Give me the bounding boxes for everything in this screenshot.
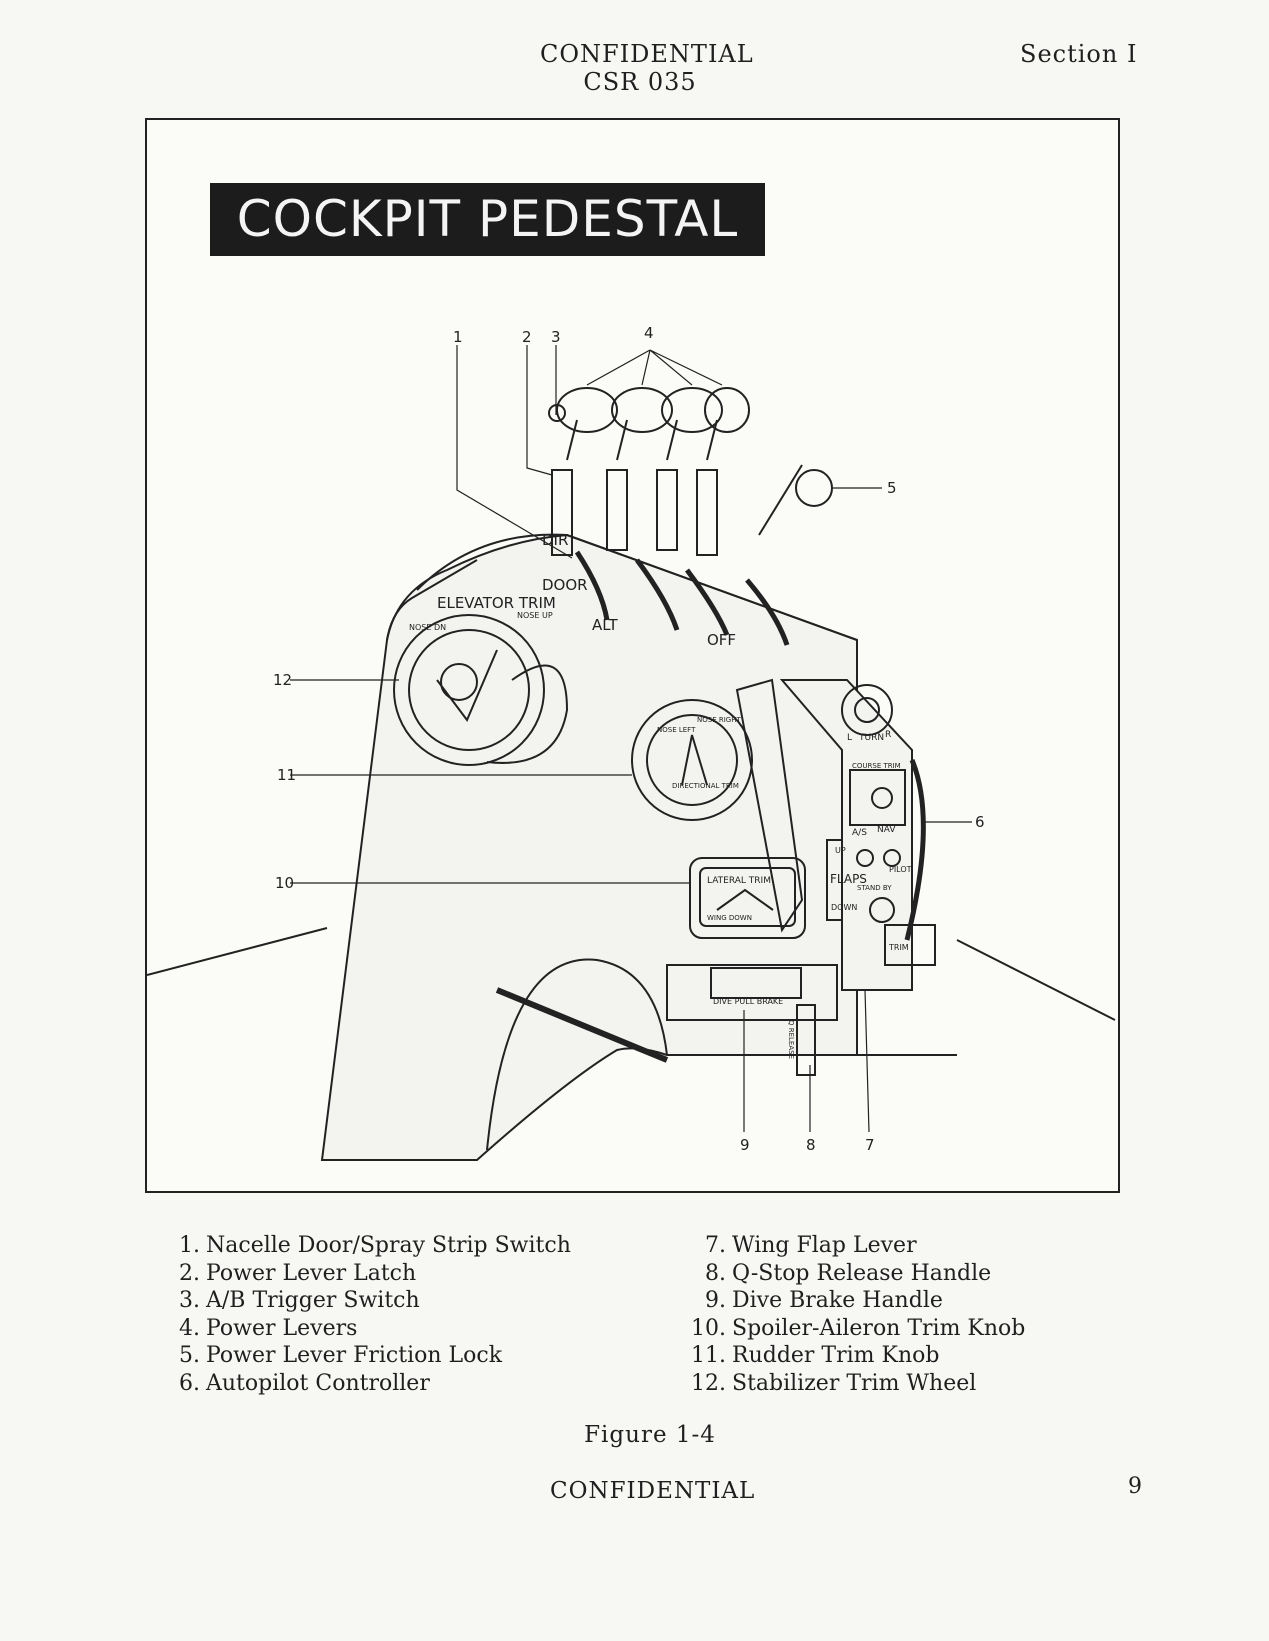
label-turn: TURN [858, 733, 884, 743]
label-l: L [847, 733, 852, 743]
header-section: Section I [1020, 40, 1138, 68]
figure-title: COCKPIT PEDESTAL [210, 183, 765, 256]
label-dive-pull-brake: DIVE PULL BRAKE [713, 997, 783, 1006]
label-door: DOOR [542, 576, 588, 594]
callout-12: 12 [273, 671, 292, 689]
callout-6: 6 [975, 813, 985, 831]
callout-8: 8 [806, 1136, 816, 1154]
figure-frame: COCKPIT PEDESTAL [145, 118, 1120, 1193]
label-trim: TRIM [888, 943, 909, 952]
label-lateral-trim: LATERAL TRIM [707, 876, 771, 886]
label-up: UP [835, 846, 846, 855]
legend-item: 4.Power Levers [179, 1315, 358, 1341]
figure-caption: Figure 1-4 [584, 1422, 716, 1448]
legend-item: 11.Rudder Trim Knob [691, 1343, 940, 1368]
label-directional-trim: DIRECTIONAL TRIM [672, 782, 739, 790]
callout-3: 3 [551, 328, 561, 346]
callout-4: 4 [644, 324, 654, 342]
label-as: A/S [852, 828, 867, 838]
legend-item: 7.Wing Flap Lever [705, 1233, 917, 1258]
label-q-release: Q RELEASE [787, 1020, 795, 1059]
callout-5: 5 [887, 479, 897, 497]
legend-item: 9.Dive Brake Handle [705, 1288, 943, 1313]
label-elevator-trim: ELEVATOR TRIM [437, 594, 556, 612]
label-nose-up: NOSE UP [517, 611, 553, 620]
label-nose-left: NOSE LEFT [657, 726, 696, 734]
label-pilot: PILOT [889, 865, 912, 874]
label-down: DOWN [831, 903, 857, 912]
callout-10: 10 [275, 874, 294, 892]
cockpit-pedestal-illustration: ELEVATOR TRIM NOSE DN NOSE UP DIR DOOR A… [147, 324, 1116, 1161]
label-stand-by: STAND BY [857, 884, 892, 892]
legend-item: 3.A/B Trigger Switch [179, 1288, 420, 1313]
footer-classification: CONFIDENTIAL [550, 1478, 756, 1504]
callout-1: 1 [453, 328, 463, 346]
legend-item: 8.Q-Stop Release Handle [705, 1260, 992, 1286]
label-course-trim: COURSE TRIM [852, 762, 901, 770]
legend-item: 1.Nacelle Door/Spray Strip Switch [179, 1233, 571, 1258]
label-r: R [885, 730, 891, 740]
callout-11: 11 [277, 766, 296, 784]
label-nose-dn: NOSE DN [409, 623, 446, 632]
label-nose-right: NOSE RIGHT [697, 716, 741, 724]
label-nav: NAV [877, 825, 896, 835]
legend-item: 10.Spoiler-Aileron Trim Knob [691, 1315, 1026, 1341]
label-alt: ALT [592, 616, 619, 634]
legend-item: 5.Power Lever Friction Lock [179, 1343, 503, 1368]
label-flaps: FLAPS [830, 872, 867, 886]
legend-right-column: 7.Wing Flap Lever 8.Q-Stop Release Handl… [676, 1233, 1025, 1398]
page-number: 9 [1128, 1474, 1142, 1499]
label-dir: DIR [542, 531, 568, 549]
header-document-id: CSR 035 [583, 68, 697, 96]
label-wing-down: WING DOWN [707, 914, 752, 922]
legend-item: 12.Stabilizer Trim Wheel [691, 1370, 977, 1396]
label-off: OFF [707, 631, 736, 649]
header-classification: CONFIDENTIAL [540, 40, 754, 68]
legend-left-column: 1.Nacelle Door/Spray Strip Switch 2.Powe… [150, 1233, 571, 1398]
callout-7: 7 [865, 1136, 875, 1154]
callout-9: 9 [740, 1136, 750, 1154]
callout-2: 2 [522, 328, 532, 346]
legend-item: 6.Autopilot Controller [179, 1370, 430, 1396]
legend-item: 2.Power Lever Latch [179, 1260, 417, 1286]
